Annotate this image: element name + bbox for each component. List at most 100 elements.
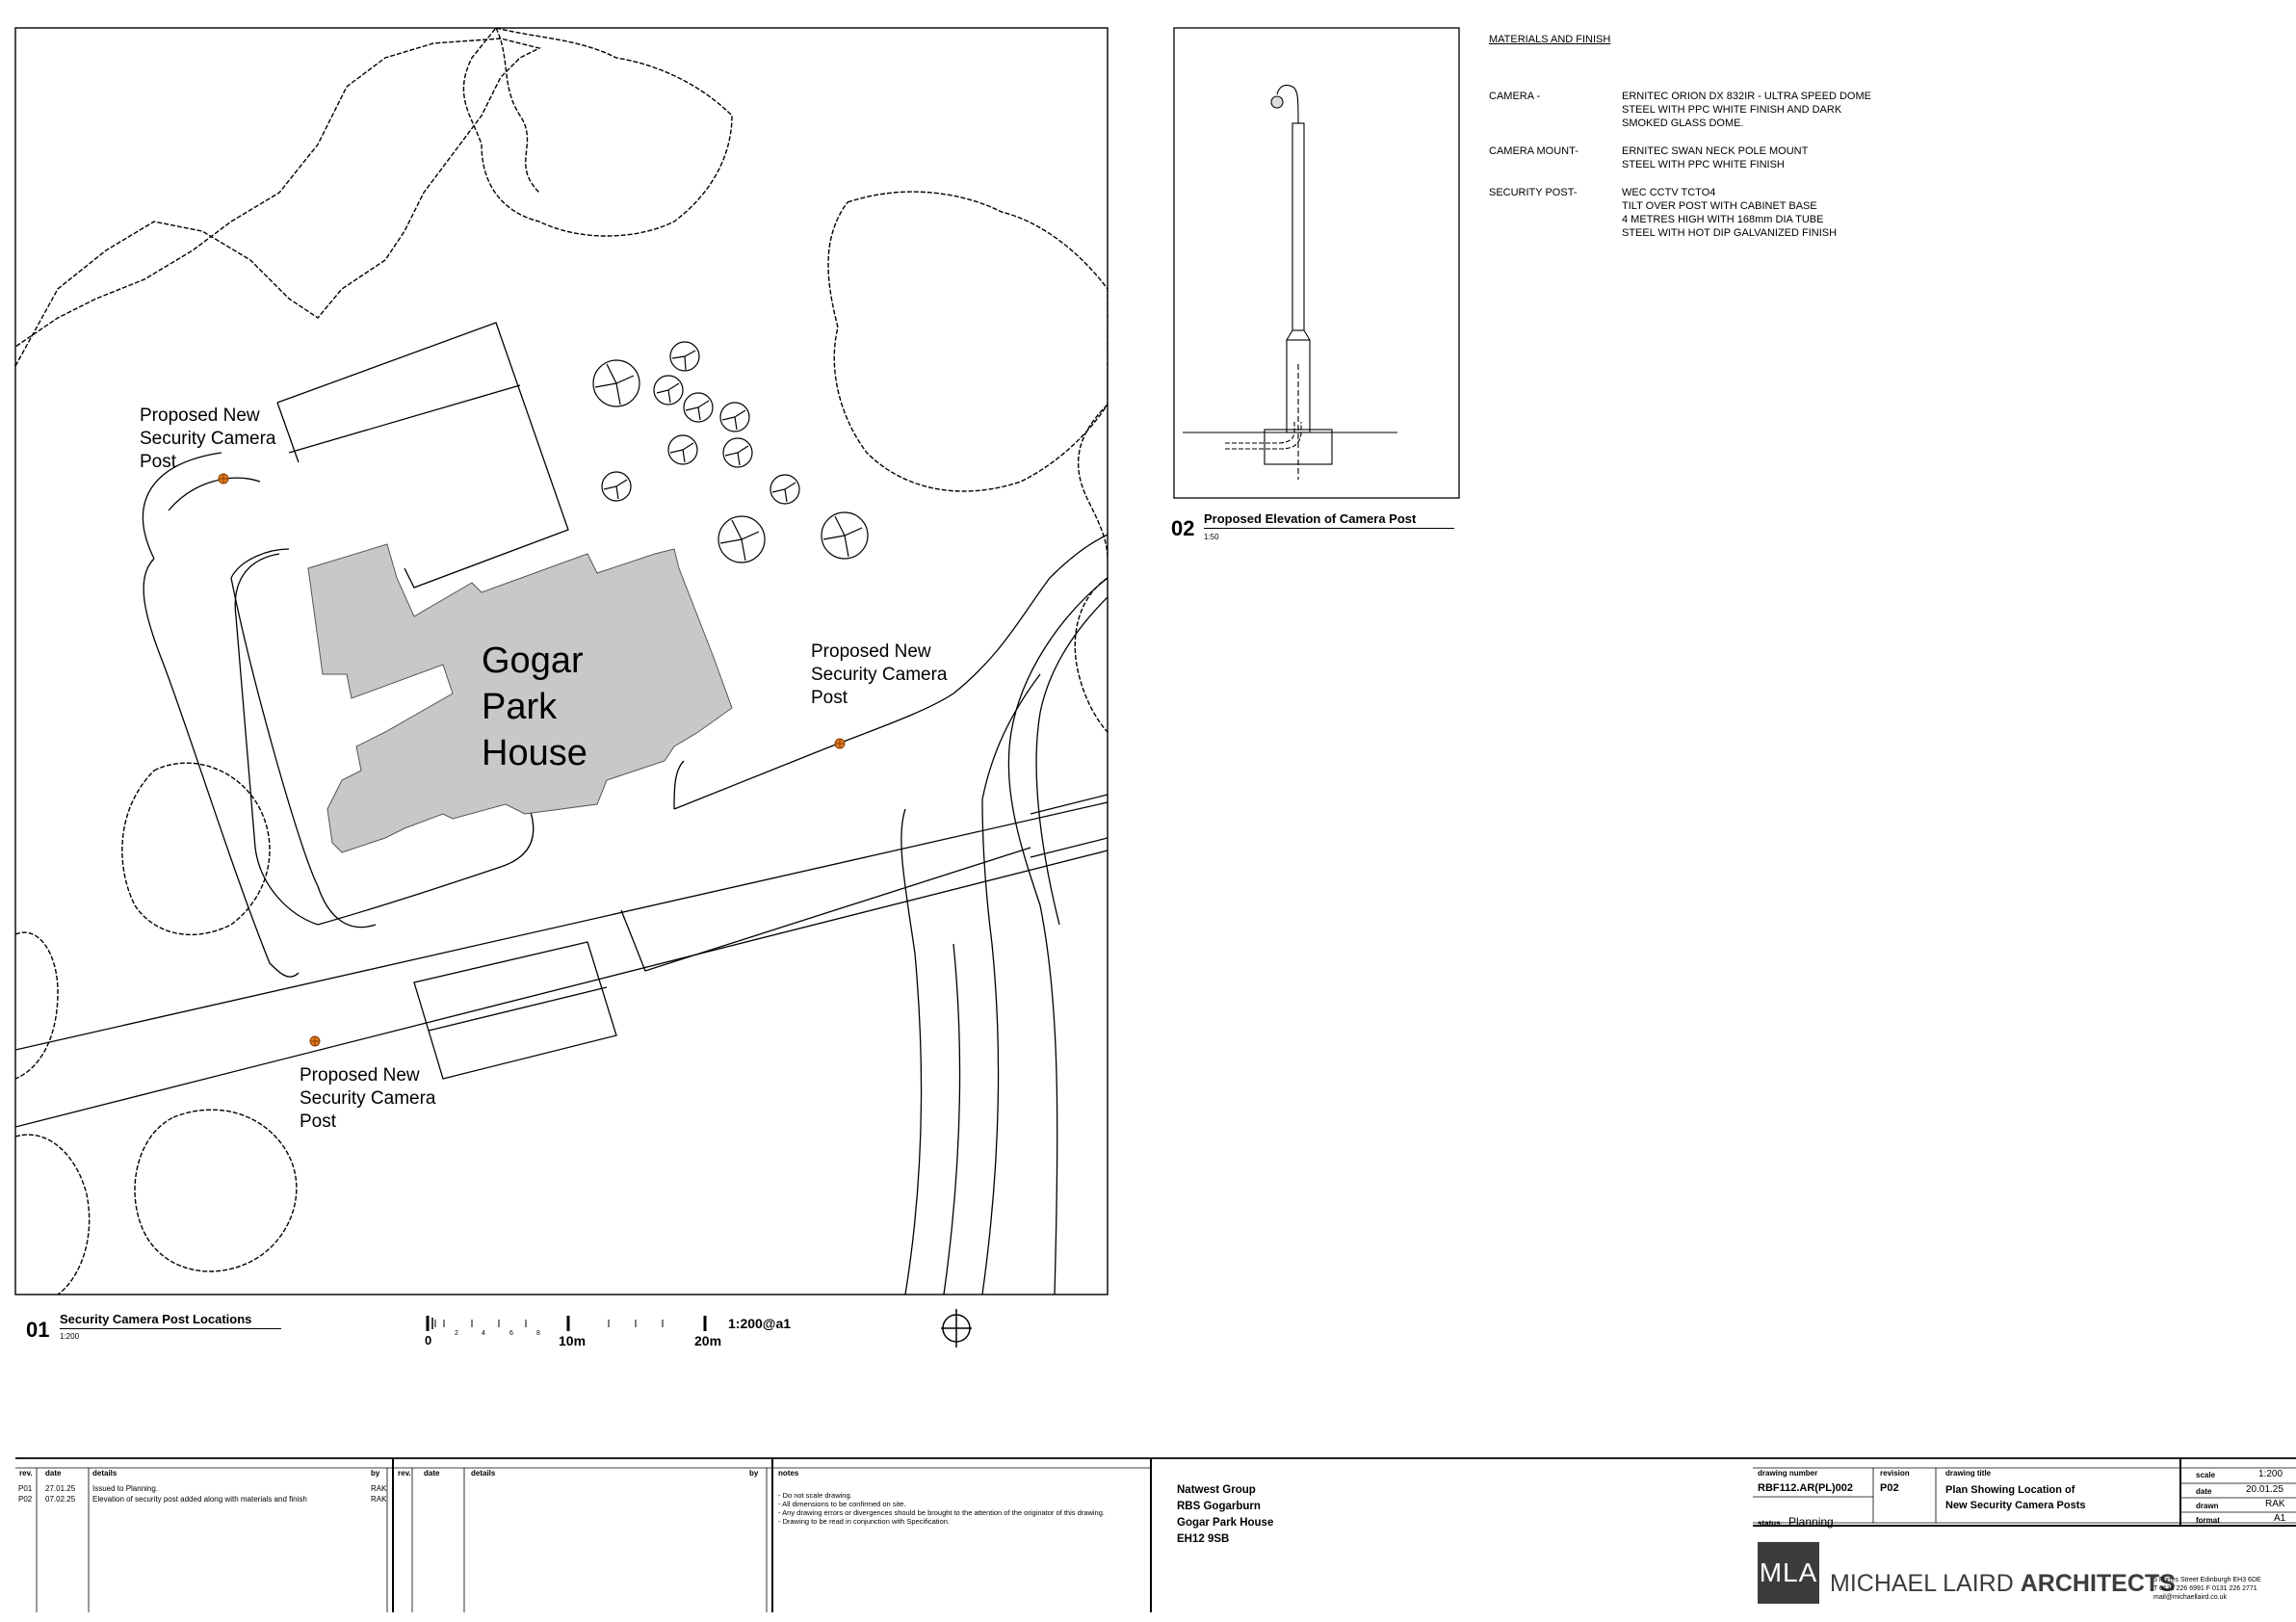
materials-line: TILT OVER POST WITH CABINET BASE: [1622, 200, 1817, 212]
format-value: A1: [2274, 1513, 2286, 1524]
camera-label-east: Proposed New Security Camera Post: [811, 641, 948, 710]
elevation-view-title: Proposed Elevation of Camera Post: [1204, 511, 1454, 529]
camera-marker: [834, 738, 846, 749]
materials-value: WEC CCTV TCTO4 TILT OVER POST WITH CABIN…: [1622, 186, 1837, 240]
details-header: details: [471, 1469, 496, 1478]
materials-value: ERNITEC SWAN NECK POLE MOUNT STEEL WITH …: [1622, 144, 1808, 171]
firm-contact: 5 Forres Street Edinburgh EH3 6DE T 0131…: [2153, 1576, 2261, 1602]
client-line: RBS Gogarburn: [1177, 1501, 1261, 1512]
small-trees: [592, 341, 869, 563]
camera-marker: [218, 473, 229, 484]
format-label: format: [2196, 1516, 2220, 1525]
date-header: date: [424, 1469, 440, 1478]
drive-east: [673, 534, 1108, 810]
parking-bay: [413, 941, 617, 1080]
camera-label-south: Proposed New Security Camera Post: [300, 1064, 436, 1134]
firm-name-bold: ARCHITECTS: [2020, 1570, 2176, 1597]
scale-label-minor: 8: [536, 1330, 540, 1337]
drawn-label: drawn: [2196, 1502, 2219, 1510]
scale-bar: [426, 1316, 527, 1331]
title-strip-frame: [15, 1457, 2296, 1612]
gogar-park-house-footprint: [307, 543, 733, 853]
scale-label-20m: 20m: [694, 1333, 722, 1348]
scale-label: scale: [2196, 1471, 2216, 1479]
drawing-title-line: Plan Showing Location of: [1945, 1484, 2075, 1496]
elevation-view-scale: 1:50: [1204, 533, 1219, 541]
drive-west: [143, 558, 300, 978]
materials-item: CAMERA - ERNITEC ORION DX 832IR - ULTRA …: [1489, 90, 1913, 130]
plan-border: [14, 27, 1109, 1295]
camera-dome-icon: [1270, 95, 1284, 109]
road-edge-south: [15, 850, 1108, 1128]
drawn-value: RAK: [2265, 1499, 2285, 1509]
materials-heading: MATERIALS AND FINISH: [1489, 34, 1611, 45]
elevation-view-number: 02: [1171, 516, 1195, 540]
materials-key: CAMERA -: [1489, 91, 1541, 102]
firm-contact-line: T 0131 226 6991 F 0131 226 2771: [2153, 1585, 2257, 1592]
revision-value: P02: [1880, 1482, 1899, 1494]
revision-label: revision: [1880, 1469, 1910, 1478]
firm-name-light: MICHAEL LAIRD: [1830, 1570, 2014, 1597]
client-line: Gogar Park House: [1177, 1517, 1274, 1529]
date-label: date: [2196, 1487, 2212, 1496]
materials-line: 4 METRES HIGH WITH 168mm DIA TUBE: [1622, 214, 1824, 225]
road-edge-north: [15, 801, 1108, 1051]
post-tube: [1292, 122, 1305, 331]
scale-label-minor: 4: [482, 1330, 485, 1337]
scale-ratio: 1:200@a1: [728, 1316, 792, 1331]
revision-date: 27.01.25: [45, 1484, 76, 1493]
materials-item: SECURITY POST- WEC CCTV TCTO4 TILT OVER …: [1489, 186, 1913, 240]
camera-label-line: Post: [140, 452, 177, 472]
revision-by: RAK: [371, 1495, 387, 1504]
camera-label-line: Post: [300, 1112, 337, 1132]
camera-label-line: Proposed New: [811, 641, 931, 662]
camera-label-nw: Proposed New Security Camera Post: [140, 405, 276, 474]
materials-line: STEEL WITH HOT DIP GALVANIZED FINISH: [1622, 227, 1838, 239]
revision-rev: P02: [18, 1495, 33, 1504]
rev-header: rev.: [19, 1469, 33, 1478]
building-label-line: Gogar: [482, 641, 584, 681]
scale-bar-major: [566, 1316, 707, 1331]
rev-header: rev.: [398, 1469, 411, 1478]
details-header: details: [92, 1469, 117, 1478]
drawing-number-label: drawing number: [1758, 1469, 1818, 1478]
note-line: - Any drawing errors or divergences shou…: [778, 1508, 1105, 1517]
revision-details: Elevation of security post added along w…: [92, 1495, 307, 1504]
materials-value: ERNITEC ORION DX 832IR - ULTRA SPEED DOM…: [1622, 90, 1871, 130]
camera-label-line: Proposed New: [140, 406, 260, 426]
by-header: by: [371, 1469, 380, 1478]
tree-canopies: [15, 28, 1108, 1295]
revision-rev: P01: [18, 1484, 33, 1493]
view-number: 01: [26, 1318, 50, 1342]
camera-label-line: Security Camera: [140, 429, 276, 449]
firm-contact-line: mail@michaellaird.co.uk: [2153, 1594, 2227, 1601]
note-line: - Drawing to be read in conjunction with…: [778, 1517, 951, 1526]
note-line: - All dimensions to be confirmed on site…: [778, 1500, 906, 1508]
client-line: EH12 9SB: [1177, 1533, 1230, 1545]
revision-date: 07.02.25: [45, 1495, 76, 1504]
drawing-title: Plan Showing Location of New Security Ca…: [1945, 1482, 2086, 1513]
scale-label-10m: 10m: [559, 1333, 587, 1348]
date-value: 20.01.25: [2246, 1484, 2283, 1495]
firm-name: MICHAEL LAIRD ARCHITECTS: [1830, 1570, 2176, 1598]
scale-label-minor: 2: [455, 1330, 458, 1337]
drawing-title-label: drawing title: [1945, 1469, 1992, 1478]
status-value: Planning: [1788, 1515, 1834, 1529]
revision-by: RAK: [371, 1484, 387, 1493]
date-header: date: [45, 1469, 62, 1478]
building-label: Gogar Park House: [482, 638, 587, 776]
view-title: Security Camera Post Locations: [60, 1312, 281, 1329]
outbuilding-outline: [276, 322, 569, 589]
camera-label-line: Post: [811, 688, 848, 708]
drawing-title-line: New Security Camera Posts: [1945, 1500, 2086, 1511]
camera-marker: [309, 1035, 321, 1047]
site-plan: [14, 27, 1109, 1295]
materials-line: SMOKED GLASS DOME.: [1622, 118, 1744, 129]
drawing-number: RBF112.AR(PL)002: [1758, 1482, 1854, 1494]
materials-line: STEEL WITH PPC WHITE FINISH AND DARK: [1622, 104, 1842, 116]
client-address: Natwest Group RBS Gogarburn Gogar Park H…: [1177, 1482, 1273, 1548]
scale-value: 1:200: [2258, 1469, 2283, 1479]
materials-key: SECURITY POST-: [1489, 187, 1578, 198]
building-label-line: House: [482, 733, 587, 773]
scale-label-minor: 6: [509, 1330, 513, 1337]
